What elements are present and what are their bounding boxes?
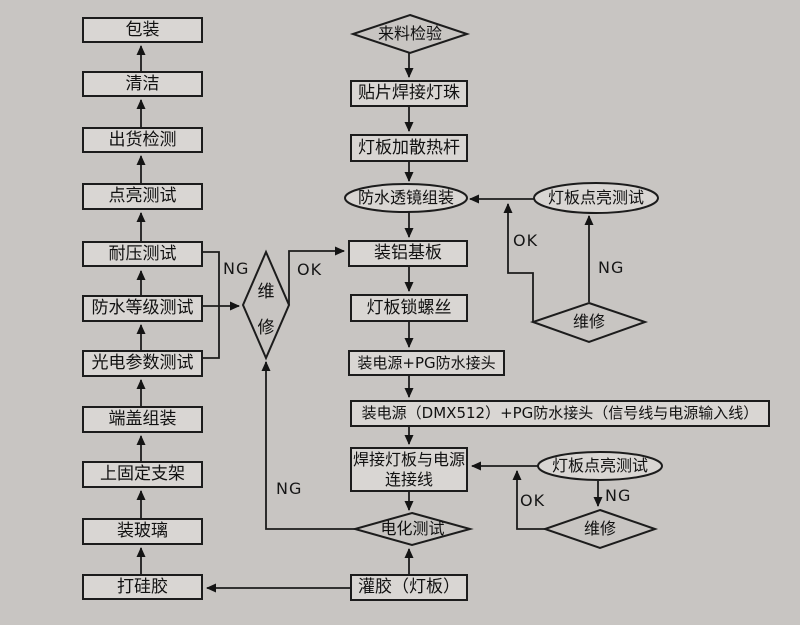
node-endcap-assembly: 端盖组装	[82, 406, 203, 433]
node-install-psu-pg: 装电源+PG防水接头	[348, 350, 505, 376]
process-ellipses	[344, 182, 663, 481]
flow-arrows	[136, 45, 603, 593]
node-apply-silicone: 打硅胶	[82, 574, 203, 600]
node-smt-solder-leds: 贴片焊接灯珠	[350, 80, 468, 107]
diamond-incoming-inspection	[349, 13, 471, 55]
label-board-lighting-test-top: 灯板点亮测试	[547, 188, 644, 207]
node-install-aluminum-board: 装铝基板	[348, 240, 468, 267]
diamond-repair-bottom-right	[541, 508, 659, 550]
node-install-glass: 装玻璃	[82, 518, 203, 545]
ellipse-board-lighting-test-top	[533, 182, 659, 214]
label-repair-middle: 维修	[257, 282, 275, 338]
edge-label-top-right-ok: OK	[513, 231, 539, 250]
node-cleaning: 清洁	[82, 71, 203, 97]
edge-label-middle-ok: OK	[297, 260, 323, 279]
diamond-repair-top-right	[529, 301, 649, 344]
node-board-heatsink-rod: 灯板加散热杆	[350, 134, 468, 162]
edge-label-bottom-right-ok: OK	[520, 491, 546, 510]
node-shipping-inspection: 出货检测	[82, 127, 203, 153]
diamond-electrification-test	[351, 511, 474, 547]
decision-diamonds	[241, 13, 659, 550]
edge-label-top-right-ng: NG	[598, 258, 625, 277]
ellipse-lens-assembly	[344, 183, 468, 213]
node-weld-board-psu-line1: 焊接灯板与电源	[352, 449, 465, 469]
node-voltage-test: 耐压测试	[82, 241, 203, 267]
node-lighting-test: 点亮测试	[82, 183, 203, 210]
edge-label-middle-ng: NG	[276, 479, 303, 498]
label-incoming-inspection: 来料检验	[377, 24, 442, 43]
node-glue-potting: 灌胶（灯板）	[350, 574, 468, 601]
edge-label-bottom-right-ng: NG	[605, 486, 632, 505]
diamond-repair-middle	[241, 249, 291, 361]
label-repair-bottom-right: 维修	[583, 519, 616, 538]
node-waterproof-rating-test: 防水等级测试	[82, 295, 203, 322]
node-mount-bracket: 上固定支架	[82, 461, 203, 488]
edge-label-left-ng: NG	[223, 259, 250, 278]
node-photoelectric-test: 光电参数测试	[82, 350, 203, 377]
node-weld-board-psu: 焊接灯板与电源 连接线	[350, 447, 468, 492]
node-board-lock-screws: 灯板锁螺丝	[350, 294, 468, 322]
label-electrification-test: 电化测试	[380, 519, 445, 538]
node-packing: 包装	[82, 17, 203, 43]
node-install-psu-dmx512: 装电源（DMX512）+PG防水接头（信号线与电源输入线）	[350, 400, 770, 427]
label-lens-assembly: 防水透镜组装	[357, 188, 454, 207]
ellipse-board-lighting-test-bottom	[537, 451, 663, 481]
label-board-lighting-test-bottom: 灯板点亮测试	[551, 456, 648, 475]
node-weld-board-psu-line2: 连接线	[384, 469, 433, 489]
label-repair-top-right: 维修	[572, 312, 605, 331]
